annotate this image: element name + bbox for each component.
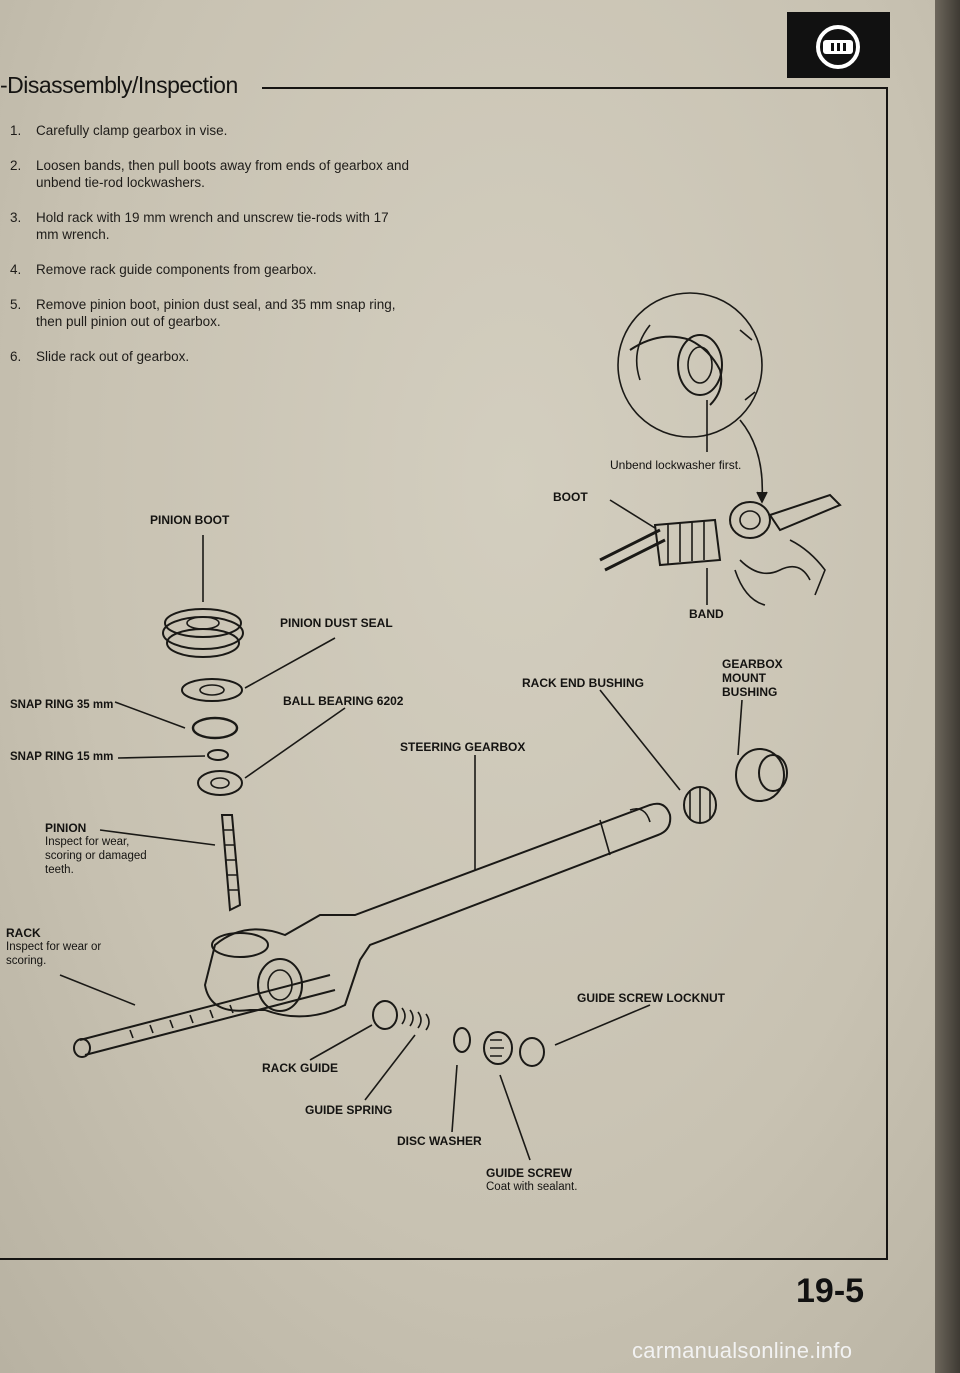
frame-rule-bottom (0, 1258, 888, 1260)
label-disc-washer: DISC WASHER (397, 1134, 482, 1148)
label-snap-ring-35: SNAP RING 35 mm (10, 699, 114, 711)
label-guide-screw: GUIDE SCREW Coat with sealant. (486, 1166, 578, 1193)
step-item: 2.Loosen bands, then pull boots away fro… (10, 158, 410, 190)
label-rack-guide: RACK GUIDE (262, 1061, 339, 1075)
section-title: -Disassembly/Inspection (0, 72, 238, 98)
label-ball-bearing: BALL BEARING 6202 (283, 694, 404, 708)
frame-rule-right (886, 87, 888, 1260)
unbend-lockwasher-note: Unbend lockwasher first. (610, 458, 742, 472)
leader-line (609, 499, 656, 529)
detail-circle (617, 292, 763, 438)
step-item: 3.Hold rack with 19 mm wrench and unscre… (10, 210, 389, 242)
page-number: 19-5 (796, 1272, 865, 1310)
label-guide-spring: GUIDE SPRING (305, 1103, 393, 1117)
label-pinion-dust-seal: PINION DUST SEAL (280, 616, 393, 630)
label-pinion-boot: PINION BOOT (150, 513, 230, 527)
title-rule (262, 87, 887, 89)
label-band: BAND (689, 607, 724, 621)
step-item: 5.Remove pinion boot, pinion dust seal, … (10, 297, 396, 329)
label-guide-screw-locknut: GUIDE SCREW LOCKNUT (577, 991, 725, 1005)
step-item: 1.Carefully clamp gearbox in vise. (10, 123, 228, 138)
step-item: 6.Slide rack out of gearbox. (10, 349, 190, 364)
steering-wheel-icon (787, 12, 890, 78)
label-steering-gearbox: STEERING GEARBOX (400, 740, 526, 754)
label-rack: RACK Inspect for wear or scoring. (6, 926, 102, 967)
label-snap-ring-15: SNAP RING 15 mm (10, 751, 114, 763)
step-item: 4.Remove rack guide components from gear… (10, 262, 317, 277)
label-gearbox-mount-bushing: GEARBOX MOUNT BUSHING (722, 657, 783, 699)
label-pinion: PINION Inspect for wear, scoring or dama… (45, 821, 147, 876)
label-boot: BOOT (553, 490, 588, 504)
label-rack-end-bushing: RACK END BUSHING (522, 676, 645, 690)
leader-line (739, 419, 764, 501)
page-edge (935, 0, 960, 1373)
manual-page (0, 0, 935, 1373)
procedure-steps: 1.Carefully clamp gearbox in vise. 2.Loo… (10, 122, 410, 383)
watermark: carmanualsonline.info (632, 1338, 853, 1363)
